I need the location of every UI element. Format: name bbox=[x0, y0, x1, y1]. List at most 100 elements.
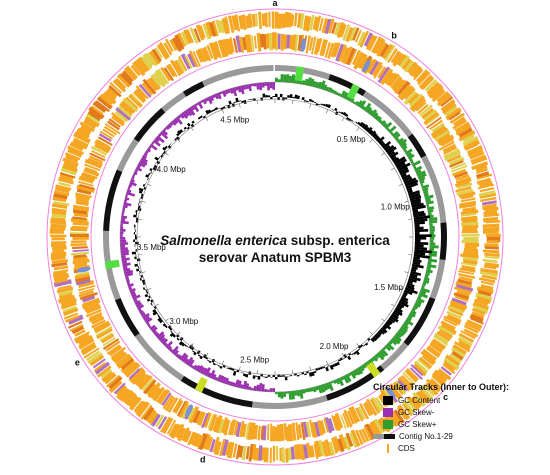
gc-skew-bar bbox=[124, 272, 134, 278]
gc-content-bar bbox=[135, 234, 137, 237]
gc-content-bar bbox=[412, 258, 422, 263]
gc-content-bar bbox=[255, 375, 258, 377]
cds-segment bbox=[248, 443, 254, 462]
cds-segment bbox=[142, 52, 155, 67]
cds-segment bbox=[108, 84, 122, 98]
cds-segment bbox=[433, 333, 449, 345]
gc-skew-bar bbox=[404, 148, 413, 155]
gc-content-bar bbox=[392, 157, 400, 163]
gc-content-bar bbox=[272, 375, 275, 377]
cds-segment bbox=[140, 404, 153, 420]
gc-content-bar bbox=[411, 205, 426, 211]
scale-tick bbox=[205, 117, 209, 122]
gc-skew-bar bbox=[426, 200, 434, 205]
cds-segment bbox=[361, 428, 370, 442]
gc-skew-bar bbox=[317, 81, 323, 89]
scale-tick bbox=[292, 369, 294, 374]
contig-track bbox=[103, 65, 448, 409]
legend-swatch bbox=[383, 395, 393, 405]
cds-segment bbox=[294, 34, 299, 53]
gc-content-bar bbox=[399, 169, 410, 176]
cds-segment bbox=[82, 297, 100, 306]
gc-content-bar bbox=[392, 311, 400, 317]
gc-content-bar bbox=[377, 136, 385, 144]
cds-segment bbox=[150, 413, 161, 427]
cds-segment bbox=[177, 32, 187, 48]
scale-tick bbox=[190, 343, 194, 347]
gc-skew-bar bbox=[121, 255, 126, 259]
gc-content-bar bbox=[412, 261, 421, 266]
gc-content-bar bbox=[299, 98, 302, 100]
gc-content-bar bbox=[368, 129, 374, 135]
gc-skew-bar bbox=[429, 231, 435, 235]
gc-content-bar bbox=[320, 103, 324, 106]
cds-segment bbox=[60, 298, 77, 307]
cds-segment bbox=[77, 335, 94, 346]
gc-content-bar bbox=[373, 134, 379, 140]
gc-skew-bar bbox=[277, 391, 281, 398]
gc-content-bar bbox=[327, 104, 331, 109]
cds-segment bbox=[368, 35, 378, 52]
cds-segment bbox=[103, 125, 117, 136]
gc-content-bar bbox=[154, 156, 159, 161]
gc-skew-bar bbox=[413, 304, 419, 310]
cds-segment bbox=[442, 102, 457, 115]
cds-segment bbox=[464, 321, 482, 332]
cds-segment bbox=[461, 230, 479, 234]
cds-segment bbox=[223, 419, 231, 436]
cds-segment bbox=[81, 171, 98, 180]
gc-content-bar bbox=[228, 100, 232, 105]
scale-tick bbox=[238, 366, 241, 371]
gc-skew-bar bbox=[181, 354, 189, 363]
gc-skew-bar bbox=[429, 223, 433, 227]
gc-content-bar bbox=[397, 302, 405, 309]
cds-segment bbox=[384, 44, 396, 61]
gc-content-bar bbox=[133, 224, 136, 228]
cds-segment bbox=[443, 148, 461, 159]
cds-segment bbox=[411, 66, 423, 78]
gc-skew-bar bbox=[423, 193, 429, 197]
cds-segment bbox=[206, 44, 214, 60]
gc-skew-bar bbox=[288, 391, 293, 400]
cds-segment bbox=[102, 91, 117, 105]
gc-content-bar bbox=[252, 375, 256, 379]
cds-segment bbox=[111, 115, 125, 127]
gc-skew-bar bbox=[146, 148, 152, 153]
cds-segment bbox=[201, 47, 210, 62]
cds-segment bbox=[224, 16, 230, 31]
gc-skew-bar bbox=[261, 384, 265, 392]
scale-tick bbox=[190, 127, 194, 131]
gc-skew-bar bbox=[277, 79, 281, 83]
gc-skew-bar bbox=[291, 74, 295, 84]
cds-segment bbox=[65, 152, 81, 161]
cds-segment bbox=[73, 204, 90, 209]
gc-content-bar bbox=[363, 124, 369, 130]
cds-segment bbox=[482, 230, 499, 234]
gc-content-bar bbox=[242, 373, 246, 377]
gc-skew-bar bbox=[135, 166, 143, 172]
cds-segment bbox=[245, 446, 250, 460]
cds-segment bbox=[387, 48, 398, 63]
gc-skew-bar bbox=[350, 97, 355, 103]
gc-content-bar bbox=[414, 231, 420, 235]
cds-segment bbox=[57, 284, 72, 291]
gc-skew-bar bbox=[143, 316, 150, 322]
cds-segment bbox=[74, 329, 86, 337]
cds-segment bbox=[246, 422, 253, 441]
cds-segment bbox=[60, 300, 77, 310]
cds-segment bbox=[411, 98, 427, 113]
cds-segment bbox=[102, 337, 116, 347]
cds-segment bbox=[480, 268, 498, 275]
cds-segment bbox=[142, 406, 155, 421]
gc-skew-bar bbox=[149, 324, 156, 331]
cds-segment bbox=[115, 77, 127, 89]
gc-content-bar bbox=[192, 350, 195, 353]
cds-segment bbox=[89, 155, 104, 164]
cds-segment bbox=[120, 357, 135, 370]
cds-segment bbox=[105, 340, 121, 352]
gc-content-bar bbox=[294, 94, 298, 99]
cds-segment bbox=[450, 162, 467, 170]
gc-skew-bar bbox=[126, 189, 132, 193]
gc-content-bar bbox=[207, 109, 212, 114]
cds-segment bbox=[100, 368, 113, 379]
